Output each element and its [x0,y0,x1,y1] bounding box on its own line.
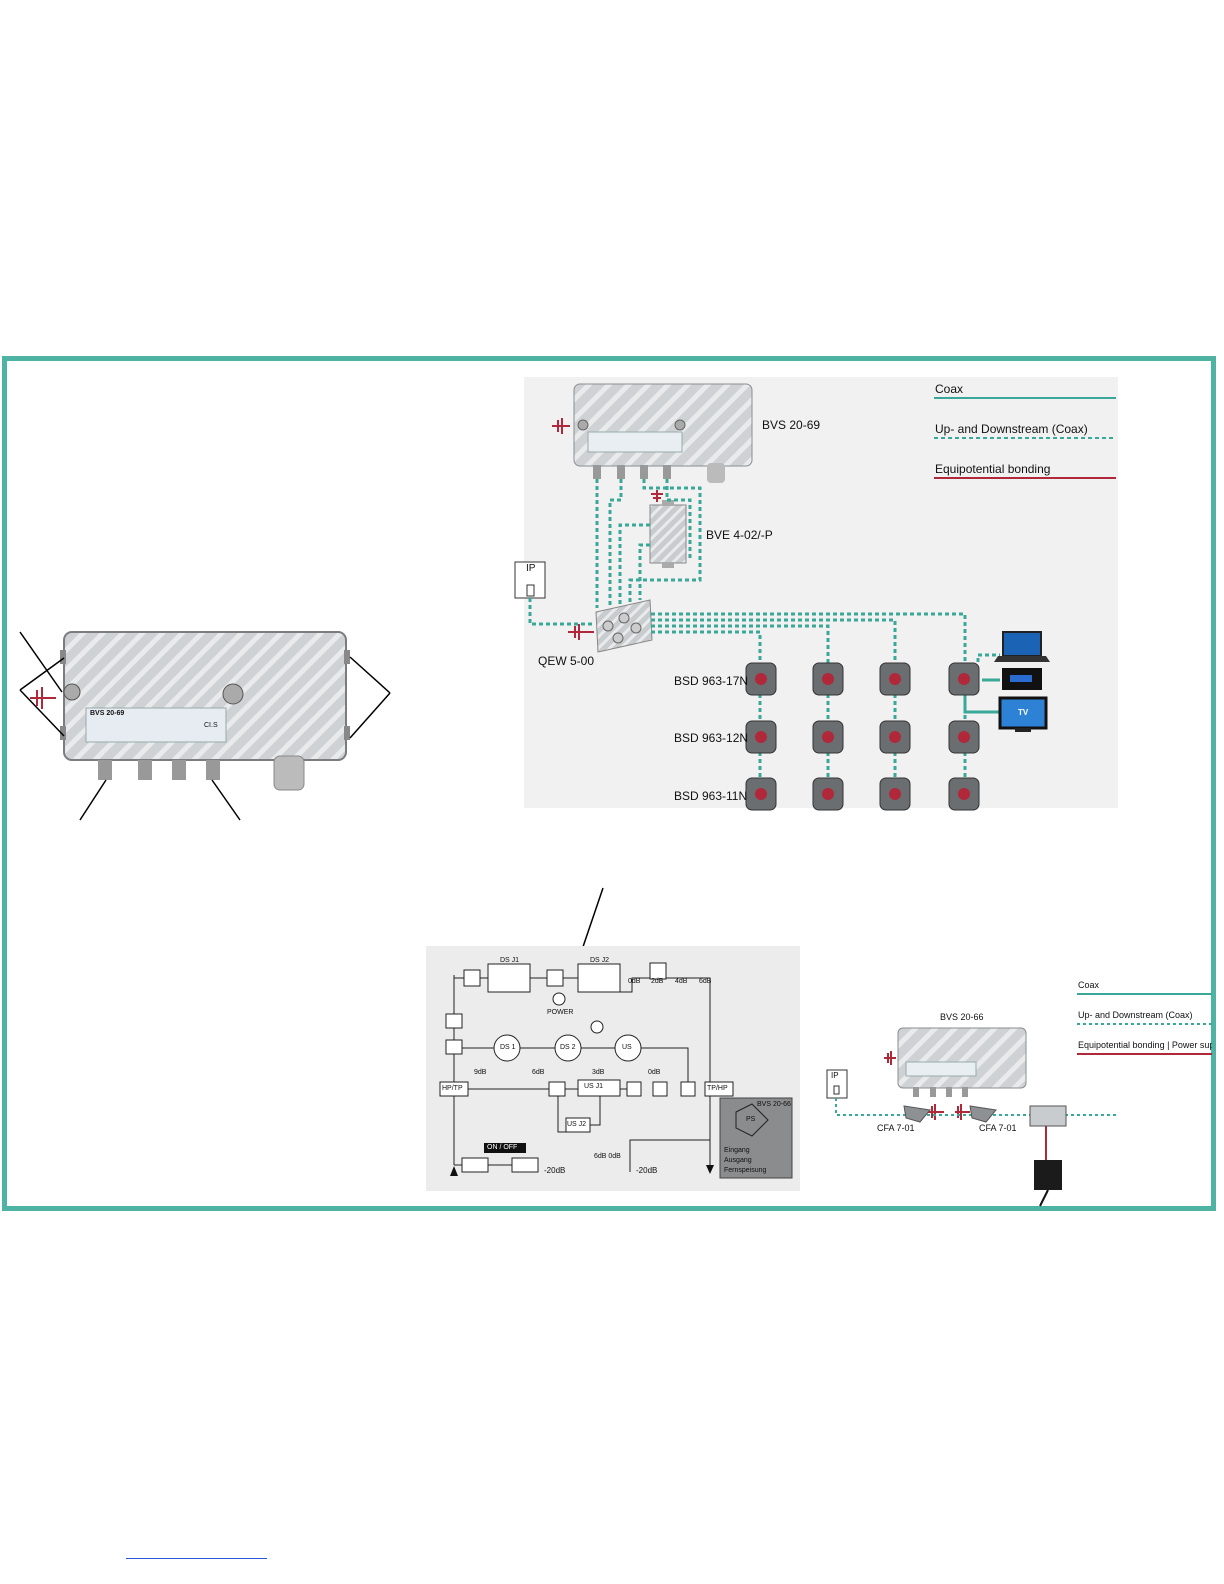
attenuation-label: -20dB [544,1166,566,1175]
legend-bonding: Equipotential bonding | Power supp [1078,1040,1212,1050]
db-label: 0dB [648,1069,661,1076]
db-label: 0dB [628,978,641,985]
splitter-label: BVE 4-02/-P [706,528,773,542]
photo-badge: CI.S [204,722,218,729]
outlet-row-label: BSD 963-11N [674,789,748,803]
ps-label: PS [746,1116,756,1123]
ps-model-label: BVS 20-66 [757,1101,791,1108]
db-label: 4dB [675,978,688,985]
us-label: US [622,1044,632,1051]
power-adapter [1034,1160,1062,1190]
ground-symbol [552,418,570,434]
ds-j2-label: DS J2 [590,957,610,964]
us-j1-label: US J1 [584,1083,604,1090]
multitap-label: QEW 5-00 [538,654,595,668]
legend-coax: Coax [935,382,964,396]
db-label: 2dB [651,978,664,985]
amplifier-device-bottom [897,1027,1027,1097]
ground-symbol [30,687,56,709]
legend-bonding: Equipotential bonding [935,462,1051,476]
ds2-label: DS 2 [560,1044,576,1051]
amplifier-photo [60,631,350,791]
legend-coax: Coax [1078,980,1100,990]
power-supply-block [719,1097,793,1179]
on-off-switch [484,1143,526,1153]
settop-icon [1002,668,1042,690]
db-label: 6dB [699,978,712,985]
fernspeisung-label: Fernspeisung [724,1167,767,1174]
footer-underline [126,1558,267,1559]
ds1-label: DS 1 [500,1044,516,1051]
cfa-label: CFA 7-01 [877,1123,915,1133]
multitap-device [595,599,653,653]
hp-tp-label: HP/TP [442,1085,463,1092]
splitter-device [649,500,687,568]
photo-model: BVS 20-69 [90,710,125,717]
outlet-row-label: BSD 963-12N [674,731,749,745]
coax-links [528,479,1000,780]
amplifier-device-top [573,383,753,483]
outlets [745,662,980,811]
ausgang-label: Ausgang [724,1157,752,1164]
on-off-label: ON / OFF [487,1144,518,1151]
power-label: POWER [547,1009,574,1016]
cfa-label: CFA 7-01 [979,1123,1017,1133]
ground-symbol [568,624,594,640]
laptop-icon [994,631,1050,662]
legend-updown: Up- and Downstream (Coax) [935,422,1088,436]
tp-hp-label: TP/HP [707,1085,728,1092]
tv-label: TV [1018,708,1029,717]
ground-symbol [651,490,663,502]
ip-label: IP [526,563,536,574]
attenuation-label: -20dB [636,1166,658,1175]
eingang-label: Eingang [724,1147,750,1154]
ip-label: IP [831,1071,839,1080]
cfa-devices [903,1105,1067,1127]
db-label: 3dB [592,1069,605,1076]
db-label: 6dB [532,1069,545,1076]
legend-updown: Up- and Downstream (Coax) [1078,1010,1193,1020]
db-label: 9dB [474,1069,487,1076]
tv-icon [998,696,1048,732]
outlet-row-label: BSD 963-17N [674,674,749,688]
us-j2-label: US J2 [567,1121,587,1128]
ds-j1-label: DS J1 [500,957,520,964]
db-label: 6dB 0dB [594,1153,621,1160]
content-frame [2,356,1216,1211]
amplifier-label: BVS 20-69 [762,418,821,432]
amplifier-label: BVS 20-66 [940,1012,984,1022]
